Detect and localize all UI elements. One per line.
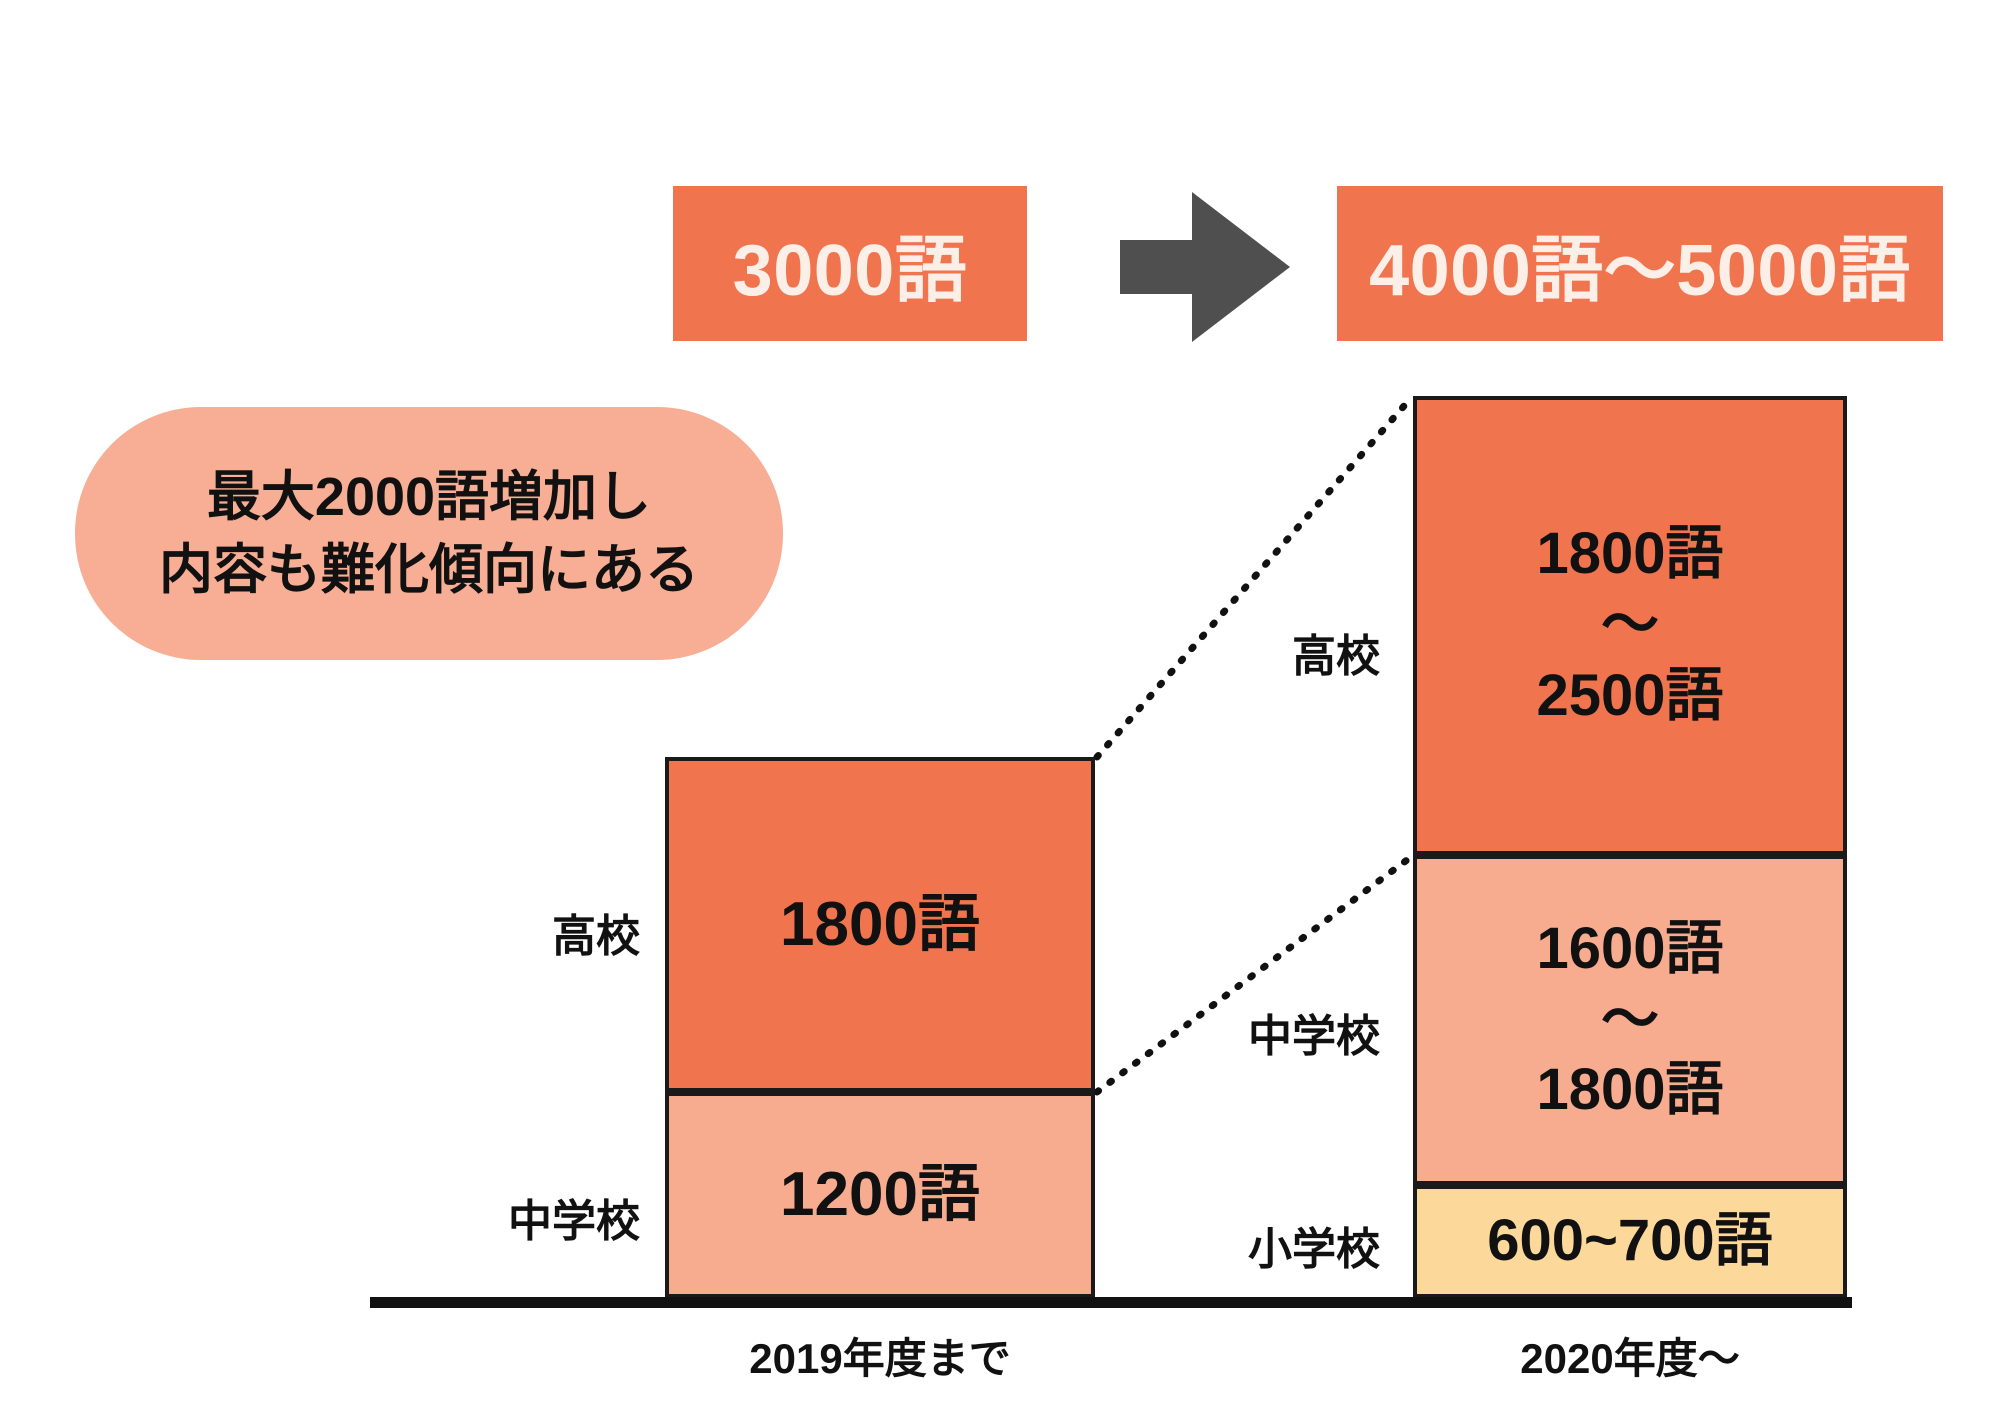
- bar-2020-high-school-value-min: 1800語: [1536, 521, 1724, 587]
- bar-2019-high-school: 1800語: [665, 757, 1095, 1092]
- bar-2020-high-school-range-tilde: ～: [1600, 592, 1659, 658]
- bar-2020-junior-high-range-tilde: ～: [1600, 986, 1659, 1052]
- bar-2020-high-school-value-max: 2500語: [1536, 662, 1724, 728]
- bar-2019-junior-high-value: 1200語: [780, 1160, 980, 1230]
- category-label-2020-high-school: 高校: [1292, 632, 1380, 681]
- bar-2019-junior-high: 1200語: [665, 1092, 1095, 1298]
- total-words-after-label: 4000語～5000語: [1369, 231, 1911, 311]
- bar-2020-elementary-value: 600~700語: [1487, 1208, 1773, 1274]
- total-words-before-banner: 3000語: [673, 186, 1027, 341]
- bar-2019-high-school-value: 1800語: [780, 889, 980, 959]
- category-label-2020-elementary: 小学校: [1248, 1225, 1380, 1274]
- category-label-2019-junior-high: 中学校: [508, 1197, 640, 1246]
- axis-label-2020: 2020年度～: [1520, 1335, 1740, 1382]
- bar-2020-high-school: 1800語 ～ 2500語: [1413, 396, 1847, 855]
- bar-2020-elementary: 600~700語: [1413, 1185, 1847, 1298]
- total-words-after-banner: 4000語～5000語: [1337, 186, 1943, 341]
- axis-baseline: [370, 1297, 1852, 1308]
- bar-2020-junior-high-value-max: 1800語: [1536, 1057, 1724, 1123]
- category-label-2020-junior-high: 中学校: [1248, 1012, 1380, 1061]
- callout-line-1: 最大2000語増加し: [206, 466, 652, 527]
- axis-label-2019: 2019年度まで: [749, 1335, 1011, 1382]
- total-words-before-label: 3000語: [732, 231, 968, 311]
- category-label-2019-high-school: 高校: [552, 912, 640, 961]
- bar-2020-junior-high-value-min: 1600語: [1536, 915, 1724, 981]
- connector-line-top: [1093, 394, 1415, 761]
- callout-bubble: 最大2000語増加し 内容も難化傾向にある: [75, 407, 783, 660]
- arrow-right-icon: [1120, 192, 1290, 342]
- bar-2020-junior-high: 1600語 ～ 1800語: [1413, 855, 1847, 1185]
- callout-line-2: 内容も難化傾向にある: [159, 539, 699, 600]
